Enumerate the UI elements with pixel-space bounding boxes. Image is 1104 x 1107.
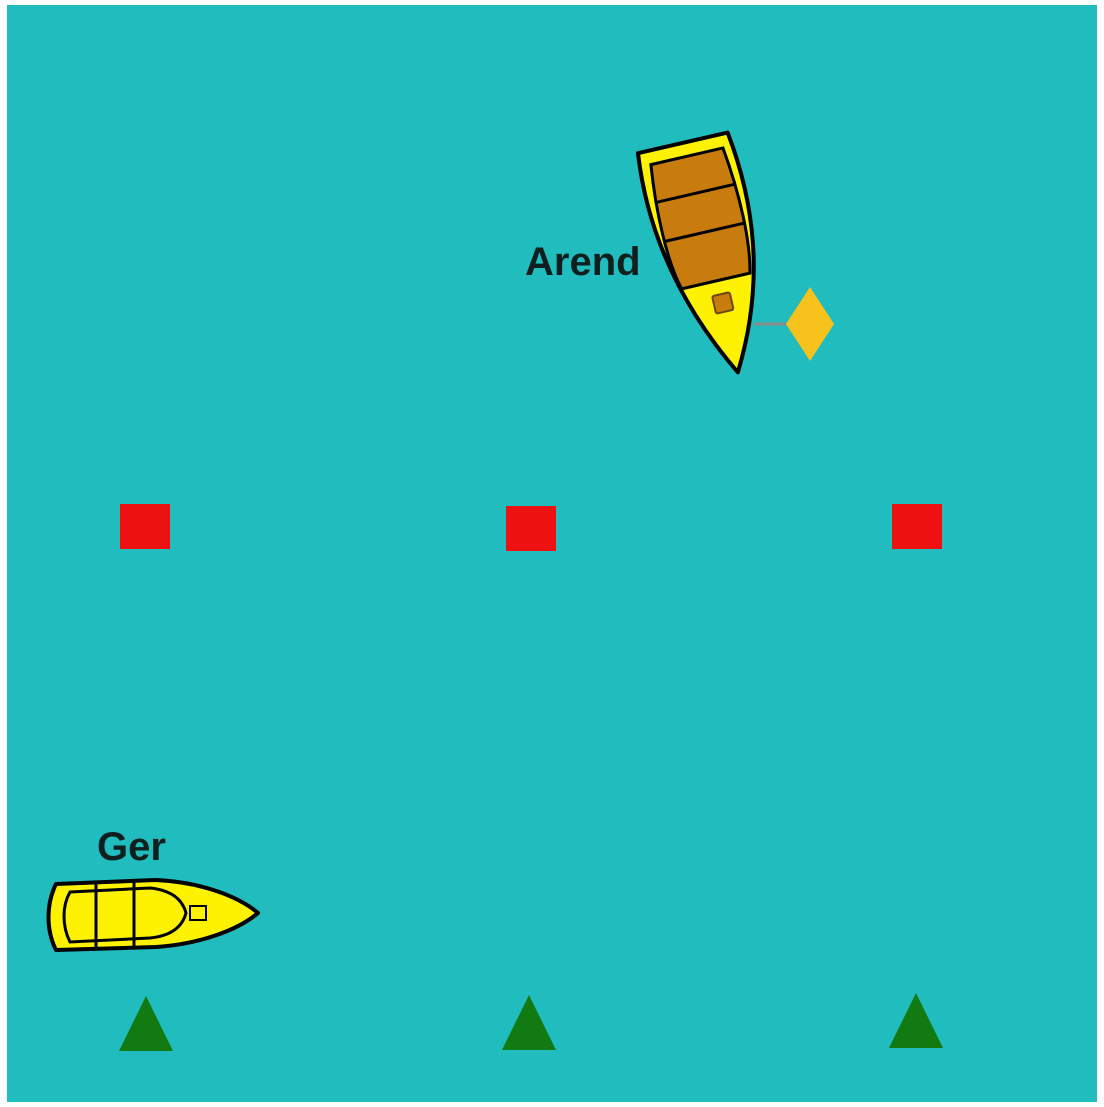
boat-arend-label: Arend bbox=[525, 240, 641, 284]
boat-arend-hatch bbox=[712, 292, 734, 314]
red-buoy-icon bbox=[120, 504, 170, 549]
boat-ger-label: Ger bbox=[97, 825, 166, 869]
boat-ger-hatch bbox=[190, 906, 206, 920]
red-buoy-icon bbox=[892, 504, 942, 549]
red-buoy-icon bbox=[506, 506, 556, 551]
